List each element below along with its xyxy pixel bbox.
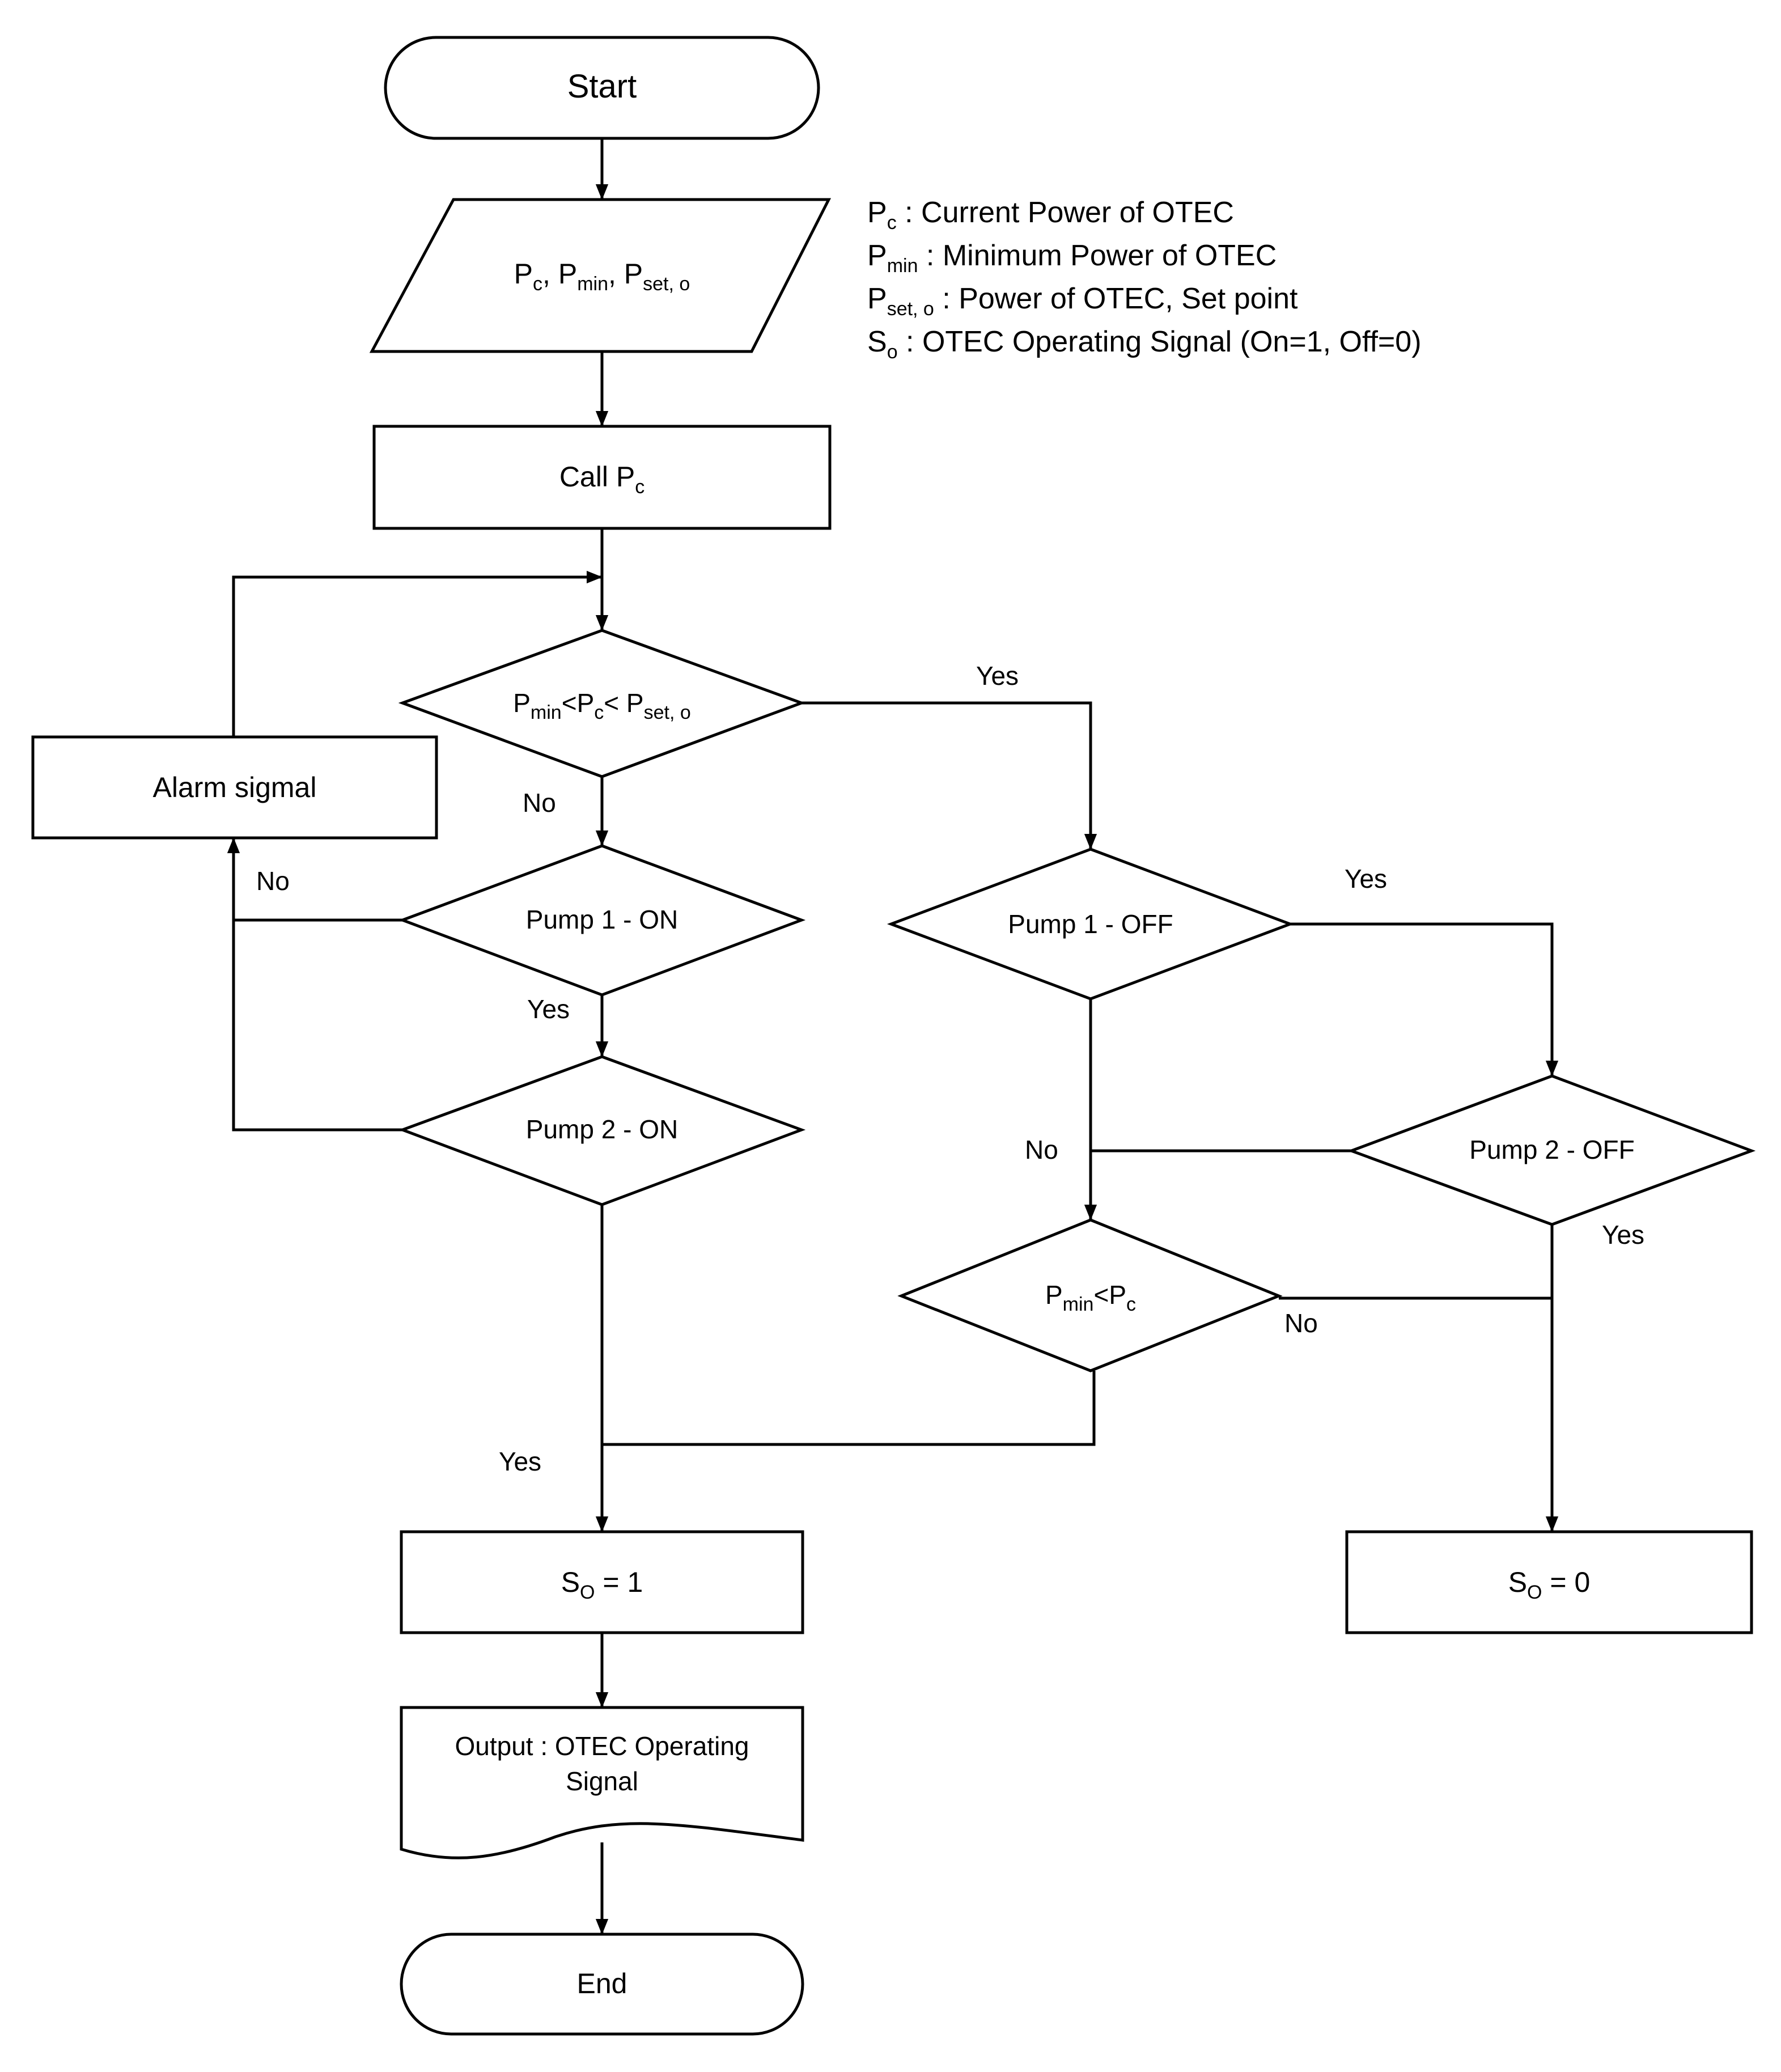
- input-parallelogram: Pc, Pmin, Pset, o: [369, 198, 832, 353]
- legend-line-pmin: Pmin : Minimum Power of OTEC: [867, 239, 1277, 277]
- label-pump1on-yes: Yes: [527, 994, 570, 1024]
- connectors: [227, 138, 1559, 1935]
- label-pump1off-no: No: [1025, 1135, 1058, 1164]
- label-pump2off-yes: Yes: [1602, 1220, 1644, 1249]
- so1-process: SO = 1: [400, 1530, 804, 1634]
- decision-pump2-on: Pump 2 - ON: [398, 1055, 806, 1206]
- legend-line-pset: Pset, o : Power of OTEC, Set point: [867, 282, 1298, 320]
- decision-min-label: Pmin<Pc: [1045, 1280, 1136, 1315]
- input-label: Pc, Pmin, Pset, o: [514, 258, 690, 295]
- legend: Pc : Current Power of OTEC Pmin : Minimu…: [867, 196, 1422, 363]
- line-min-yes-merge: [602, 1371, 1096, 1446]
- so0-label: SO = 0: [1508, 1566, 1591, 1603]
- start-label: Start: [567, 68, 637, 105]
- start-terminal: Start: [384, 36, 820, 140]
- output-label-line1: Output : OTEC Operating: [455, 1731, 749, 1761]
- end-terminal: End: [400, 1933, 804, 2036]
- output-document: Output : OTEC Operating Signal: [400, 1706, 804, 1859]
- pump2-on-label: Pump 2 - ON: [526, 1115, 678, 1144]
- line-pump2on-left: [232, 920, 402, 1132]
- arrow-alarm-loop: [232, 570, 603, 736]
- pump1-off-label: Pump 1 - OFF: [1008, 909, 1173, 939]
- end-label: End: [577, 1968, 627, 1999]
- label-merge-yes: Yes: [499, 1447, 541, 1476]
- legend-line-so: So : OTEC Operating Signal (On=1, Off=0): [867, 325, 1422, 363]
- pump2-off-label: Pump 2 - OFF: [1469, 1135, 1634, 1164]
- call-pc-process: Call Pc: [372, 425, 832, 530]
- decision-pump2-off: Pump 2 - OFF: [1347, 1074, 1756, 1226]
- so0-process: SO = 0: [1345, 1530, 1753, 1634]
- label-pump1on-no: No: [256, 866, 290, 896]
- output-label-line2: Signal: [566, 1766, 638, 1796]
- decision-range: Pmin<Pc< Pset, o: [398, 629, 806, 778]
- label-range-no: No: [523, 788, 556, 817]
- so1-label: SO = 1: [561, 1566, 643, 1603]
- call-pc-label: Call Pc: [559, 461, 644, 498]
- decision-pump1-on: Pump 1 - ON: [398, 844, 806, 997]
- pump1-on-label: Pump 1 - ON: [526, 905, 678, 934]
- alarm-label: Alarm sigmal: [153, 772, 317, 803]
- arrow-pump1off-yes: [1290, 922, 1559, 1077]
- arrow-range-yes: [802, 701, 1097, 850]
- decision-pump1-off: Pump 1 - OFF: [887, 848, 1295, 1001]
- decision-range-label: Pmin<Pc< Pset, o: [513, 688, 691, 723]
- alarm-process: Alarm sigmal: [31, 735, 438, 840]
- label-pump1off-yes: Yes: [1345, 864, 1387, 893]
- decision-pmin-pc: Pmin<Pc: [897, 1218, 1283, 1372]
- legend-line-pc: Pc : Current Power of OTEC: [867, 196, 1234, 234]
- label-min-no: No: [1284, 1308, 1318, 1338]
- label-range-yes: Yes: [976, 661, 1019, 690]
- branch-labels: Yes No No Yes Yes No Yes No Yes: [256, 661, 1644, 1476]
